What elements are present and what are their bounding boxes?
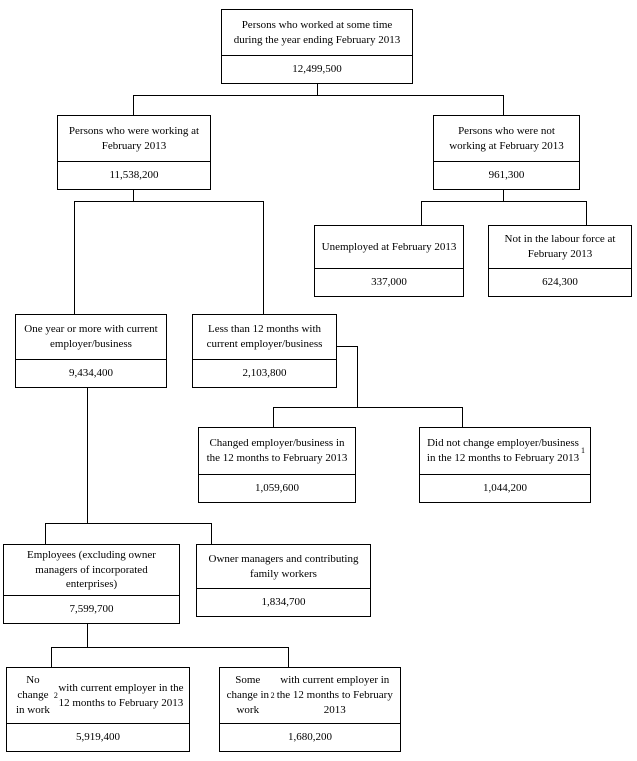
node-changed-employer[interactable]: Changed employer/business in the 12 mont… xyxy=(198,427,356,503)
node-less-than-12-months-value: 2,103,800 xyxy=(193,359,336,387)
connector-to-nilf xyxy=(586,201,587,225)
connector-less12-bar xyxy=(273,407,463,408)
connector-to-some-change xyxy=(288,647,289,667)
connector-less12-exit xyxy=(337,346,358,347)
connector-to-not-working xyxy=(503,95,504,115)
node-no-change-in-work-value: 5,919,400 xyxy=(7,723,189,751)
node-one-year-or-more-value: 9,434,400 xyxy=(16,359,166,387)
connector-to-less-12 xyxy=(263,201,264,314)
connector-not-working-bar xyxy=(421,201,587,202)
node-some-change-in-work-text2: with current employer in the 12 months t… xyxy=(276,674,393,716)
connector-working-stem xyxy=(133,189,134,202)
connector-to-did-not-change xyxy=(462,407,463,427)
connector-employees-stem xyxy=(87,624,88,648)
connector-to-employees xyxy=(45,523,46,544)
connector-to-owner-managers xyxy=(211,523,212,544)
node-owner-managers[interactable]: Owner managers and contributing family w… xyxy=(196,544,371,617)
node-total-worked-label: Persons who worked at some time during t… xyxy=(233,18,401,46)
connector-level1-bar xyxy=(133,95,504,96)
node-less-than-12-months-label: Less than 12 months with current employe… xyxy=(206,323,323,350)
node-unemployed-value: 337,000 xyxy=(315,268,463,296)
node-some-change-in-work-text1: Some change in work xyxy=(226,674,270,716)
node-working-feb-label: Persons who were working at February 201… xyxy=(68,124,200,152)
node-one-year-or-more-label: One year or more with current employer/b… xyxy=(24,323,158,350)
connector-to-one-year xyxy=(74,201,75,314)
node-one-year-or-more[interactable]: One year or more with current employer/b… xyxy=(15,314,167,388)
node-no-change-in-work-text2: with current employer in the 12 months t… xyxy=(58,681,184,709)
connector-employees-bar xyxy=(45,523,212,524)
connector-working-bar xyxy=(74,201,264,202)
node-owner-managers-value: 1,834,700 xyxy=(197,588,370,616)
node-not-in-labour-force[interactable]: Not in the labour force at February 2013… xyxy=(488,225,632,297)
node-did-not-change-employer-value: 1,044,200 xyxy=(420,474,590,502)
connector-bottom-bar xyxy=(51,647,288,648)
connector-not-working-stem xyxy=(503,189,504,202)
connector-to-unemployed xyxy=(421,201,422,225)
node-not-working-feb-label: Persons who were not working at February… xyxy=(449,124,564,152)
connector-to-changed xyxy=(273,407,274,427)
node-unemployed[interactable]: Unemployed at February 2013 337,000 xyxy=(314,225,464,297)
node-working-feb-value: 11,538,200 xyxy=(58,161,210,189)
node-total-worked[interactable]: Persons who worked at some time during t… xyxy=(221,9,413,84)
connector-total-stem xyxy=(317,83,318,96)
node-not-working-feb[interactable]: Persons who were not working at February… xyxy=(433,115,580,190)
node-total-worked-value: 12,499,500 xyxy=(222,55,412,83)
connector-to-working xyxy=(133,95,134,115)
node-did-not-change-employer[interactable]: Did not change employer/business in the … xyxy=(419,427,591,503)
node-changed-employer-label: Changed employer/business in the 12 mont… xyxy=(206,437,348,464)
connector-less12-drop xyxy=(357,346,358,407)
node-did-not-change-employer-text: Did not change employer/business in the … xyxy=(426,437,580,464)
node-employees-value: 7,599,700 xyxy=(4,595,179,623)
node-employees-label: Employees (excluding owner managers of i… xyxy=(27,548,156,591)
node-not-in-labour-force-value: 624,300 xyxy=(489,268,631,296)
node-changed-employer-value: 1,059,600 xyxy=(199,474,355,502)
node-employees[interactable]: Employees (excluding owner managers of i… xyxy=(3,544,180,624)
node-unemployed-label: Unemployed at February 2013 xyxy=(321,240,457,253)
connector-one-year-stem xyxy=(87,388,88,523)
node-owner-managers-label: Owner managers and contributing family w… xyxy=(208,552,359,580)
connector-to-no-change xyxy=(51,647,52,667)
node-not-in-labour-force-label: Not in the labour force at February 2013 xyxy=(504,233,616,260)
node-not-working-feb-value: 961,300 xyxy=(434,161,579,189)
node-no-change-in-work-text1: No change in work xyxy=(16,674,50,716)
node-working-feb[interactable]: Persons who were working at February 201… xyxy=(57,115,211,190)
node-did-not-change-employer-label: Did not change employer/business in the … xyxy=(426,437,585,464)
node-some-change-in-work-value: 1,680,200 xyxy=(220,723,400,751)
node-less-than-12-months[interactable]: Less than 12 months with current employe… xyxy=(192,314,337,388)
